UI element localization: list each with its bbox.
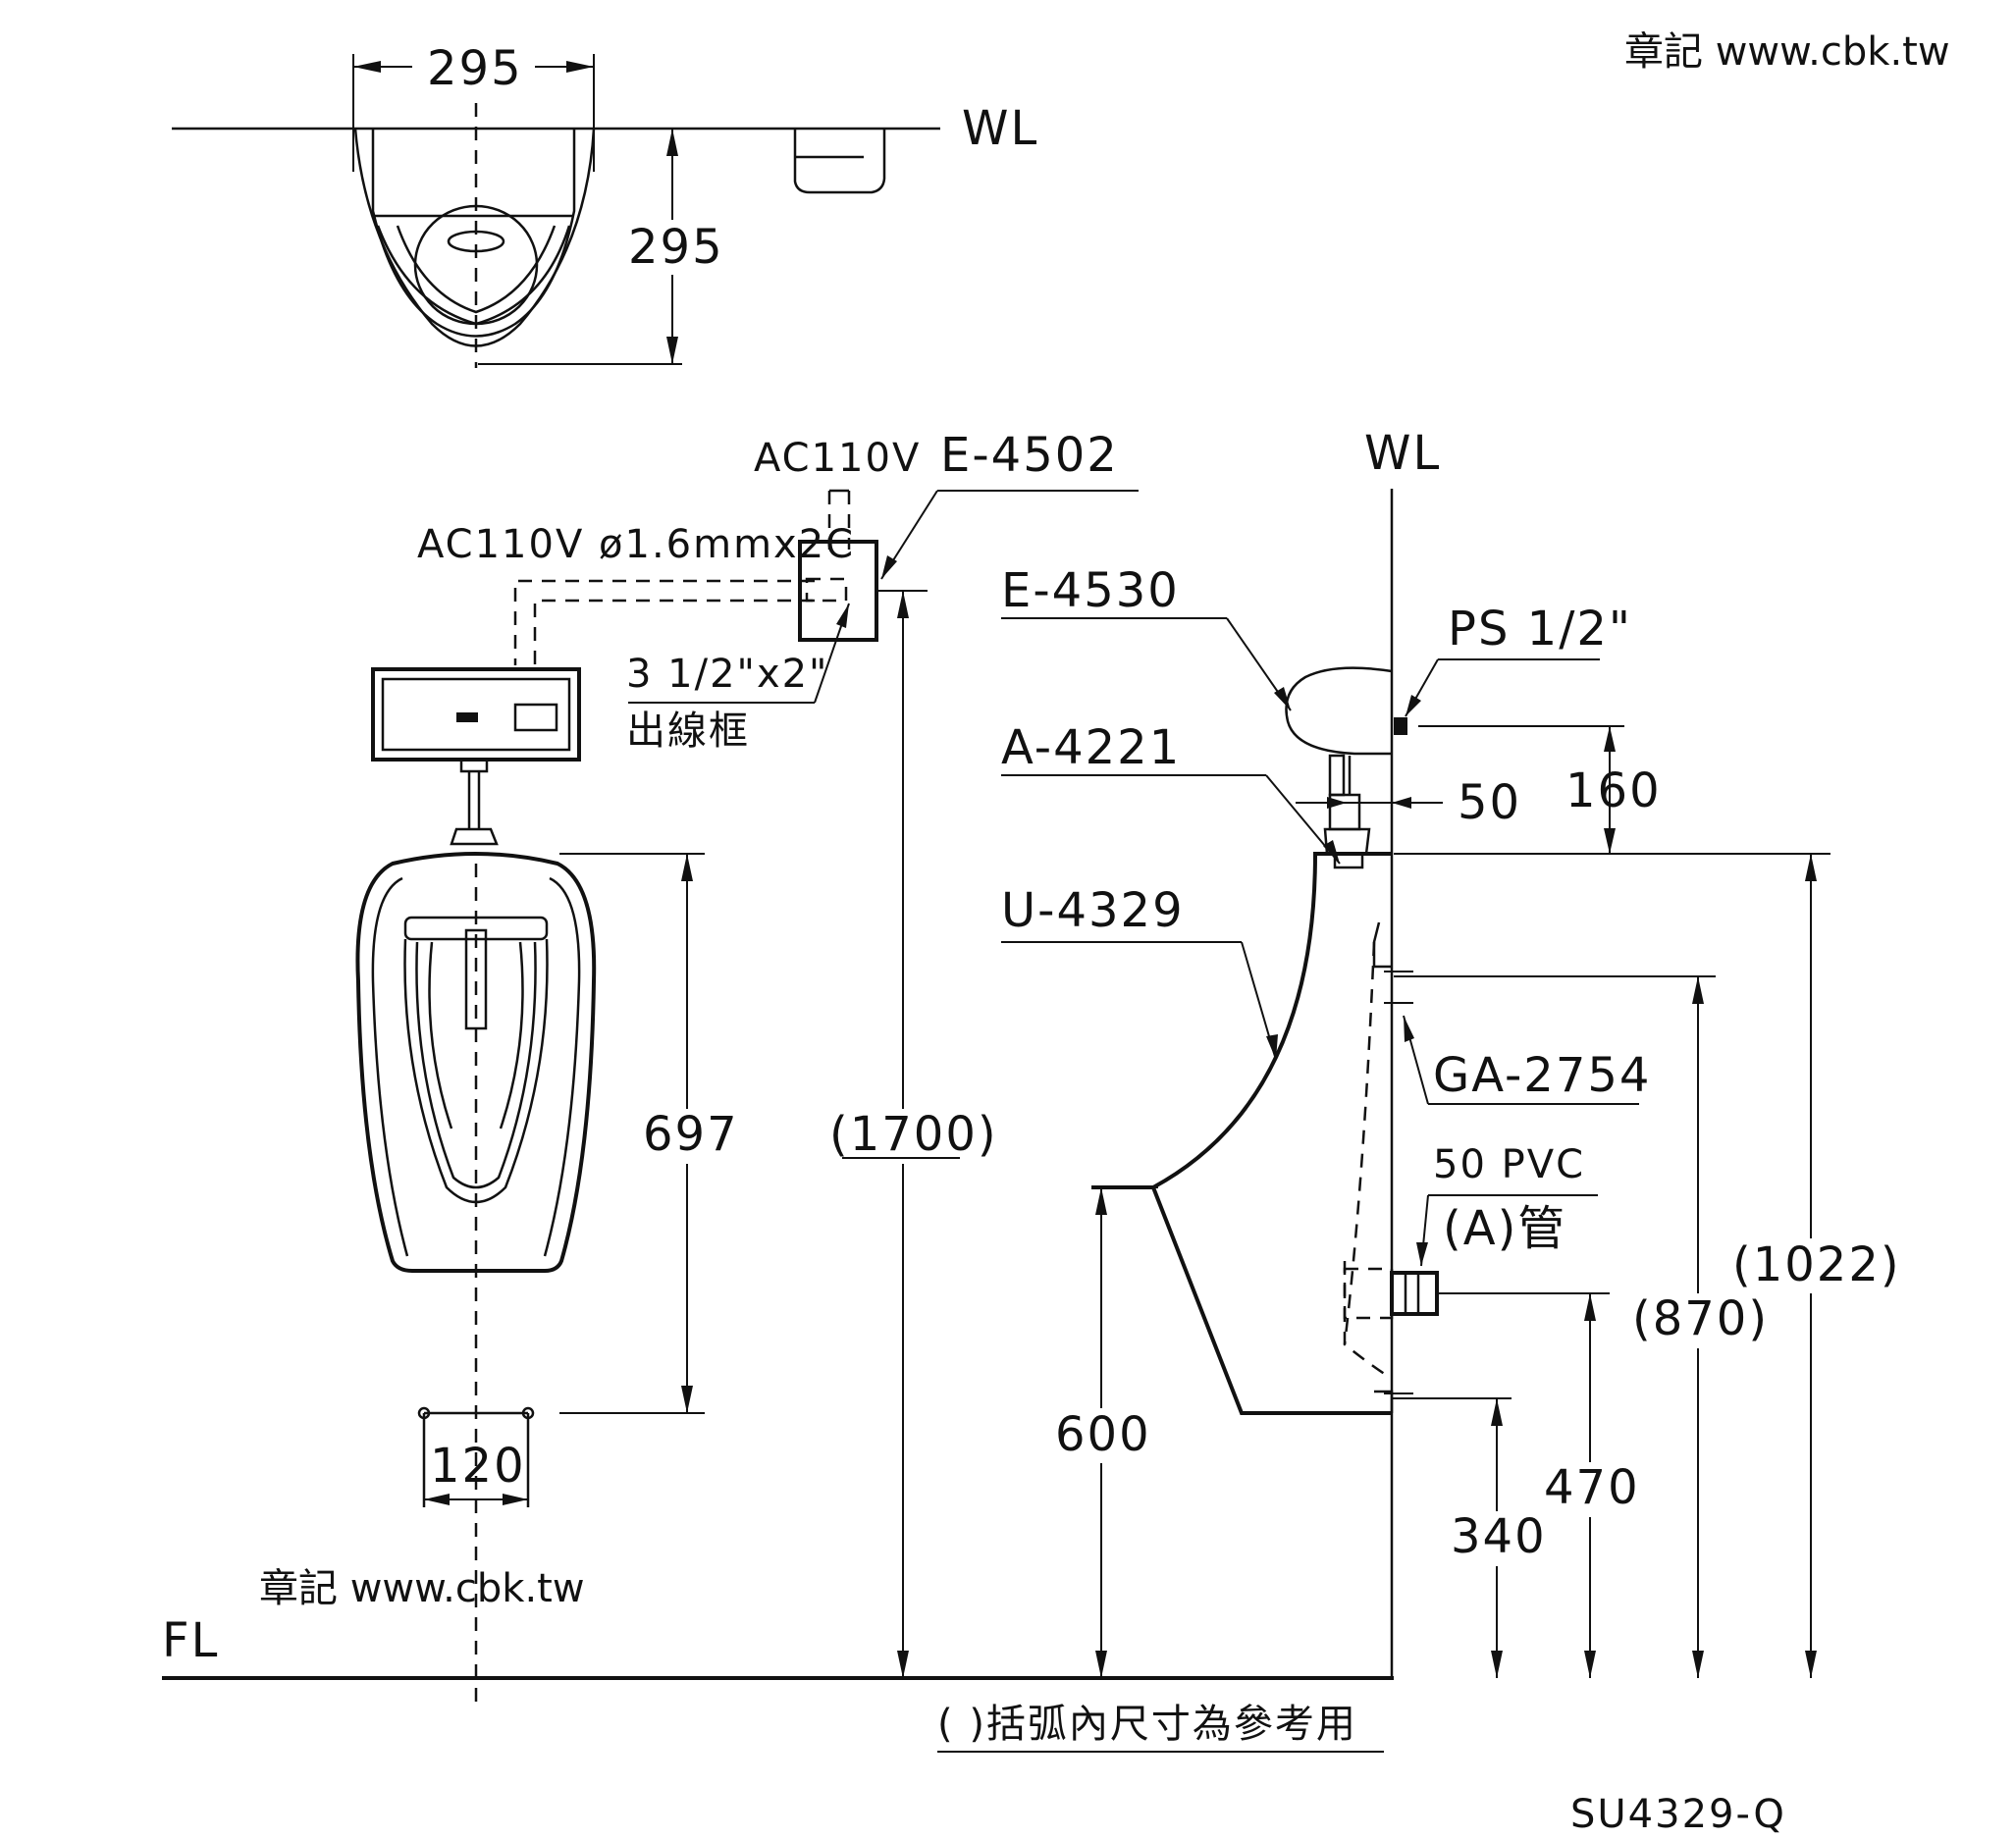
footnote: ( )括弧內尺寸為參考用 bbox=[937, 1702, 1357, 1747]
power-label: AC110V bbox=[754, 436, 921, 481]
dim-870: (870) bbox=[1632, 1291, 1769, 1346]
box-size-label: 3 1/2"x2" bbox=[626, 652, 828, 697]
watermark-top-right: 章記 www.cbk.tw bbox=[1624, 29, 1950, 75]
sensor-part-label: E-4530 bbox=[1001, 563, 1180, 618]
dim-1022: (1022) bbox=[1732, 1237, 1901, 1292]
front-view: AC110V AC110V ø1.6mmx2C E-4502 3 1/2"x2"… bbox=[162, 428, 1394, 1706]
floor-label: FL bbox=[162, 1613, 219, 1668]
pipe-label-2: (A)管 bbox=[1443, 1201, 1566, 1256]
dim-50: 50 bbox=[1458, 775, 1521, 830]
model-code: SU4329-Q bbox=[1570, 1792, 1786, 1837]
box-part-label: E-4502 bbox=[940, 428, 1119, 483]
thread-label: PS 1/2" bbox=[1448, 602, 1632, 657]
dim-600: 600 bbox=[1055, 1407, 1151, 1462]
valve-part-label: A-4221 bbox=[1001, 720, 1181, 775]
dim-340: 340 bbox=[1451, 1509, 1547, 1564]
base-width-dim: 120 bbox=[430, 1439, 526, 1494]
top-view: WL 295 295 bbox=[172, 41, 1038, 368]
watermark-bottom-left: 章記 www.cbk.tw bbox=[259, 1566, 585, 1611]
side-view: WL E-4530 PS 1/2" 160 A-4221 bbox=[1001, 426, 1901, 1678]
urinal-part-label: U-4329 bbox=[1001, 883, 1185, 938]
side-wall-label: WL bbox=[1364, 426, 1441, 481]
trap-part-label: GA-2754 bbox=[1433, 1048, 1651, 1103]
dim-160: 160 bbox=[1565, 763, 1662, 818]
pipe-label-1: 50 PVC bbox=[1433, 1142, 1585, 1187]
dim-470: 470 bbox=[1544, 1460, 1640, 1515]
wire-label: AC110V ø1.6mmx2C bbox=[417, 522, 855, 567]
top-wall-label: WL bbox=[962, 101, 1038, 156]
urinal-height-dim: 697 bbox=[643, 1107, 739, 1162]
total-height-dim: (1700) bbox=[829, 1107, 998, 1162]
box-name-label: 出線框 bbox=[626, 709, 750, 754]
top-width-dim: 295 bbox=[427, 41, 523, 96]
top-depth-dim: 295 bbox=[628, 220, 724, 275]
